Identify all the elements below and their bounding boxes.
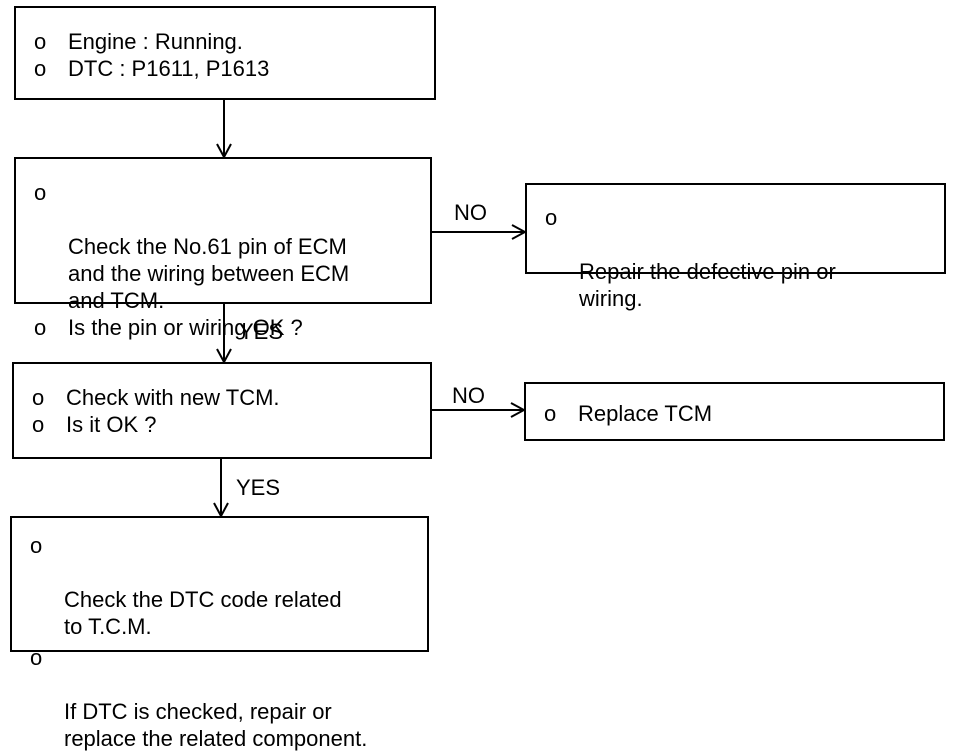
bullet: o (34, 180, 47, 205)
bullet: o (34, 56, 47, 81)
item-text: Replace TCM (578, 401, 713, 426)
check-pin-item-check: o Check the No.61 pin of ECM and the wir… (16, 179, 430, 314)
bullet: o (30, 533, 43, 558)
bullet: o (544, 401, 557, 426)
repair-item: o Repair the defective pin or wiring. (527, 204, 944, 312)
yes-label-tcm: YES (236, 475, 281, 500)
start-item-dtc: o DTC : P1611, P1613 (16, 55, 434, 82)
replace-box: o Replace TCM (524, 382, 945, 441)
item-text: Is the pin or wiring OK ? (68, 315, 303, 340)
item-text: Is it OK ? (66, 412, 157, 437)
start-item-engine: o Engine : Running. (16, 28, 434, 55)
item-text: Check with new TCM. (66, 385, 280, 410)
item-text: DTC : P1611, P1613 (68, 56, 270, 81)
item-text: Engine : Running. (68, 29, 243, 54)
item-text: If DTC is checked, repair or replace the… (64, 699, 368, 751)
no-label-tcm: NO (452, 383, 485, 408)
check-pin-box: o Check the No.61 pin of ECM and the wir… (14, 157, 432, 340)
final-item-repair: o If DTC is checked, repair or replace t… (12, 644, 427, 752)
check-tcm-item-check: o Check with new TCM. (14, 384, 430, 411)
yes-label-pin: YES (239, 319, 284, 344)
final-box: o Check the DTC code related to T.C.M. o… (10, 516, 429, 751)
final-item-check: o Check the DTC code related to T.C.M. (12, 532, 427, 640)
start-box: o Engine : Running. o DTC : P1611, P1613 (14, 6, 436, 100)
bullet: o (34, 29, 47, 54)
no-label-pin: NO (454, 200, 487, 225)
replace-item: o Replace TCM (526, 400, 943, 427)
bullet: o (545, 205, 558, 230)
item-text: Check the No.61 pin of ECM and the wirin… (68, 234, 350, 313)
bullet: o (32, 385, 45, 410)
item-text: Repair the defective pin or wiring. (579, 259, 836, 311)
flow-connectors (0, 100, 960, 658)
bullet: o (32, 412, 45, 437)
check-tcm-item-question: o Is it OK ? (14, 411, 430, 438)
item-text: Check the DTC code related to T.C.M. (64, 587, 342, 639)
bullet: o (34, 315, 47, 340)
repair-box: o Repair the defective pin or wiring. (525, 183, 946, 311)
check-tcm-box: o Check with new TCM. o Is it OK ? (12, 362, 432, 459)
check-pin-item-question: o Is the pin or wiring OK ? (16, 314, 430, 341)
